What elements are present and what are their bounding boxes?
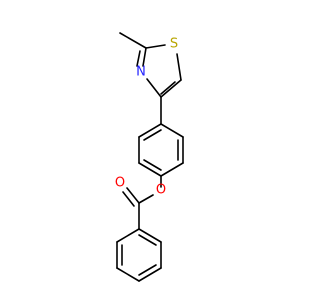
bond-bz-a-inner [138,234,157,246]
bond-n3-c2-inner [136,50,141,67]
bond-ph-f [138,123,162,138]
bond-bz-a [138,228,162,243]
atom-label-layer: S N O O [115,37,178,198]
bond-ph-a [160,123,184,138]
bond-ph-f-inner [143,129,162,141]
bond-ph-d [138,162,162,177]
bond-c5-c4-inner [160,81,176,95]
bond-ph-c [160,162,184,177]
bond-carbonyl-double [126,187,140,204]
bond-bz-c-inner [138,264,157,276]
chemical-structure: S N O O [115,32,184,282]
atom-thiazole-nitrogen: N [136,65,146,80]
atom-sulfur: S [170,37,178,52]
bond-bz-c [138,267,162,282]
bond-c5-c4 [160,79,182,98]
bond-carbonyl-double-2 [122,191,135,207]
bond-methyl-c2 [119,32,147,49]
bond-ph-d-inner [143,159,162,171]
bond-c4-n3 [146,78,162,98]
atom-carbonyl-oxygen: O [115,176,125,191]
bond-ester-o-carbonyl-c [138,194,154,204]
bond-layer [116,32,184,282]
bond-s1-c5 [176,53,182,81]
atom-ester-oxygen: O [156,183,166,198]
bond-bz-d [116,267,140,282]
bond-bz-f [116,228,140,243]
bond-c2-s1 [145,44,166,49]
bond-n3-c2 [142,47,147,67]
